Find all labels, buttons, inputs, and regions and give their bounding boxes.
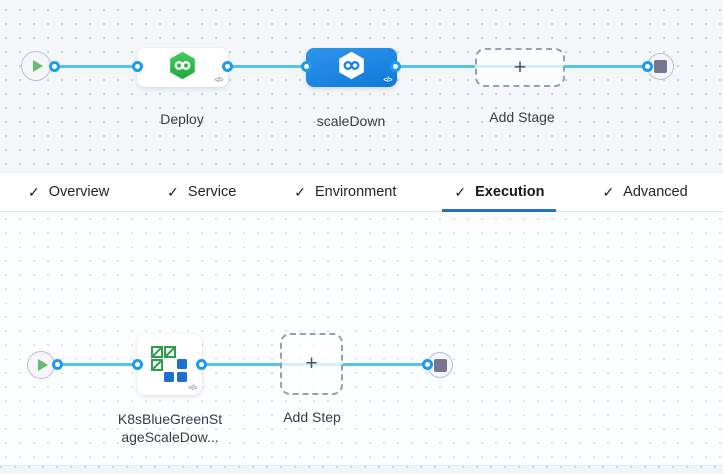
step-connector-line bbox=[57, 363, 429, 366]
cd-hexagon-icon-selected bbox=[338, 51, 365, 85]
stage-config-tabbar: ✓ Overview ✓ Service ✓ Environment ✓ Exe… bbox=[0, 172, 723, 212]
stop-icon bbox=[654, 60, 667, 73]
stage-label: scaleDown bbox=[316, 113, 386, 129]
execution-start-node[interactable] bbox=[27, 351, 55, 379]
check-icon: ✓ bbox=[602, 184, 615, 200]
cd-hexagon-icon bbox=[169, 51, 196, 85]
connector-endpoint bbox=[390, 61, 401, 72]
tab-environment[interactable]: ✓ Environment bbox=[282, 173, 408, 211]
stage-pipeline-canvas: </> Deploy </> scaleDown + Add Stage bbox=[0, 0, 723, 172]
tab-label: Overview bbox=[48, 184, 110, 200]
check-icon: ✓ bbox=[28, 184, 40, 200]
tab-label: Execution bbox=[475, 184, 545, 200]
k8s-blue-green-icon bbox=[150, 345, 188, 388]
step-node-k8s-bluegreen-scaledown[interactable]: </> bbox=[137, 334, 202, 395]
plus-icon: + bbox=[305, 352, 318, 375]
yaml-code-icon[interactable]: </> bbox=[214, 77, 223, 84]
stage-label: Deploy bbox=[160, 111, 204, 127]
check-icon: ✓ bbox=[294, 184, 306, 200]
connector-endpoint bbox=[49, 61, 60, 72]
execution-step-canvas: </> K8sBlueGreenSt ageScaleDow... + Add … bbox=[0, 212, 723, 465]
tab-label: Advanced bbox=[623, 184, 688, 200]
connector-endpoint bbox=[132, 61, 143, 72]
pipeline-end-node[interactable] bbox=[647, 53, 674, 80]
play-icon bbox=[32, 60, 43, 72]
bottom-panel-edge bbox=[0, 465, 723, 474]
add-stage-label: Add Stage bbox=[489, 109, 555, 125]
pipeline-start-node[interactable] bbox=[21, 51, 51, 81]
connector-endpoint bbox=[52, 359, 63, 370]
tab-execution[interactable]: ✓ Execution bbox=[442, 173, 557, 212]
tab-label: Environment bbox=[315, 184, 397, 200]
tab-label: Service bbox=[187, 184, 237, 200]
stage-node-scaledown[interactable]: </> bbox=[306, 48, 397, 87]
play-icon bbox=[37, 359, 48, 371]
tab-service[interactable]: ✓ Service bbox=[155, 173, 248, 211]
add-stage-button[interactable]: + bbox=[475, 48, 565, 87]
connector-endpoint bbox=[642, 61, 653, 72]
plus-icon: + bbox=[513, 55, 527, 79]
connector-endpoint bbox=[132, 359, 143, 370]
connector-endpoint bbox=[222, 61, 233, 72]
check-icon: ✓ bbox=[454, 184, 467, 200]
check-icon: ✓ bbox=[167, 184, 179, 200]
add-step-label: Add Step bbox=[283, 409, 341, 425]
add-step-button[interactable]: + bbox=[280, 333, 343, 395]
connector-endpoint bbox=[196, 359, 207, 370]
connector-endpoint bbox=[301, 61, 312, 72]
yaml-code-icon[interactable]: </> bbox=[188, 385, 197, 392]
tab-advanced[interactable]: ✓ Advanced bbox=[590, 173, 699, 211]
step-label: K8sBlueGreenSt ageScaleDow... bbox=[117, 411, 223, 445]
connector-endpoint bbox=[422, 359, 433, 370]
tab-overview[interactable]: ✓ Overview bbox=[16, 173, 121, 211]
stop-icon bbox=[433, 358, 447, 372]
stage-node-deploy[interactable]: </> bbox=[137, 48, 228, 87]
yaml-code-icon[interactable]: </> bbox=[383, 77, 392, 84]
